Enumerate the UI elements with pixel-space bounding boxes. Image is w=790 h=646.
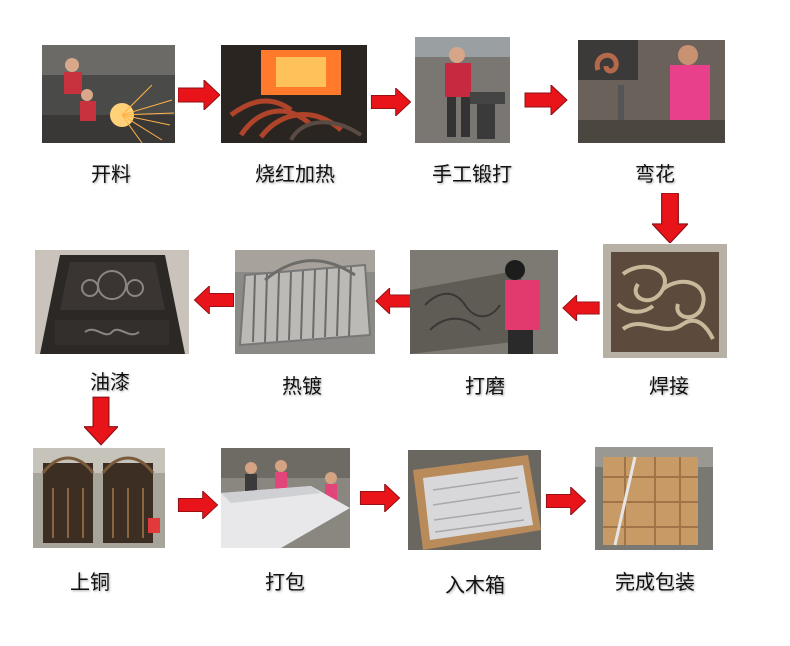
- step-label-crating: 入木箱: [445, 573, 505, 597]
- step-photo-grinding: [410, 250, 558, 354]
- flow-arrow-down: [84, 396, 118, 446]
- step-photo-crating: [408, 450, 541, 550]
- step-label-cutting: 开料: [91, 162, 131, 186]
- flow-arrow-left: [560, 295, 602, 321]
- step-photo-heating: [221, 45, 367, 143]
- step-photo-welding: [603, 244, 727, 358]
- flow-arrow-left: [374, 288, 414, 314]
- step-label-forging: 手工锻打: [432, 162, 512, 186]
- step-photo-wrapping: [221, 448, 350, 548]
- flow-arrow-right: [370, 88, 412, 116]
- flow-arrow-right: [543, 487, 589, 515]
- step-label-heating: 烧红加热: [255, 162, 335, 186]
- flow-arrow-right: [178, 80, 220, 110]
- step-photo-forging: [415, 37, 510, 143]
- flow-arrow-right: [357, 484, 403, 512]
- step-label-wrapping: 打包: [265, 570, 305, 594]
- step-label-finished-packaging: 完成包装: [615, 570, 695, 594]
- step-photo-copper-plating: [33, 448, 165, 548]
- flow-arrow-left: [193, 286, 235, 314]
- step-label-painting: 油漆: [90, 370, 130, 394]
- step-label-welding: 焊接: [649, 374, 689, 398]
- step-photo-finished-packaging: [595, 447, 713, 550]
- step-photo-painting: [35, 250, 189, 354]
- step-photo-galvanizing: [235, 250, 375, 354]
- step-label-grinding: 打磨: [465, 374, 505, 398]
- flow-arrow-down: [652, 193, 688, 243]
- step-label-bending: 弯花: [635, 162, 675, 186]
- step-label-copper-plating: 上铜: [70, 570, 110, 594]
- flow-arrow-right: [523, 85, 569, 115]
- step-photo-bending: [578, 40, 725, 143]
- step-label-galvanizing: 热镀: [282, 374, 322, 398]
- step-photo-cutting: [42, 45, 175, 143]
- flow-arrow-right: [176, 491, 220, 519]
